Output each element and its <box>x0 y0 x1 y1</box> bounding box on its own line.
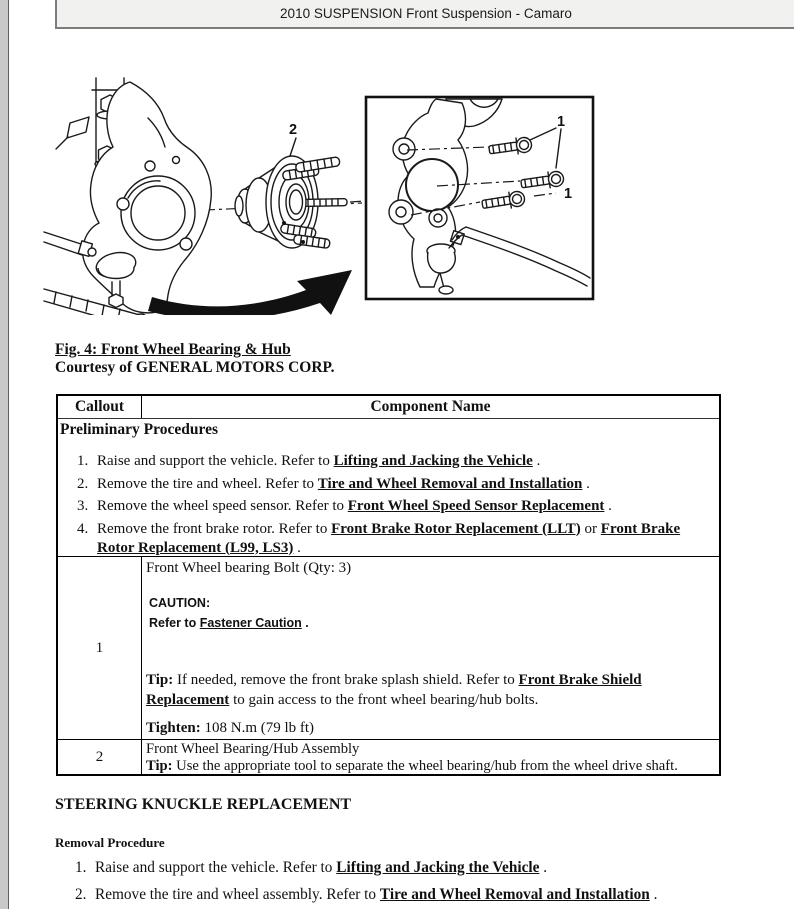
step-number: 4. <box>77 520 89 537</box>
ref-link[interactable]: Tire and Wheel Removal and Installation <box>317 475 583 492</box>
text-segment: . <box>582 475 590 492</box>
text-segment: If needed, remove the front brake splash… <box>173 672 519 688</box>
text-segment: Refer to <box>149 616 200 630</box>
table-header-component: Component Name <box>370 398 491 415</box>
figure-4-diagram: 2 <box>43 77 595 315</box>
text-segment: Fastener Caution <box>199 616 302 630</box>
knuckle-drawing <box>43 77 212 315</box>
figure-caption-title: Fig. 4: Front Wheel Bearing & Hub <box>55 341 291 358</box>
figure-caption: Fig. 4: Front Wheel Bearing & Hub Courte… <box>55 341 334 377</box>
text-segment: Use the appropriate tool to separate the… <box>172 757 678 774</box>
text-segment: Remove the wheel speed sensor. Refer to <box>97 498 348 514</box>
ref-link[interactable]: Lifting and Jacking the Vehicle <box>336 859 540 876</box>
figure-caption-credit: Courtesy of GENERAL MOTORS CORP. <box>55 359 335 376</box>
list-item: 2. Remove the tire and wheel. Refer to T… <box>58 475 719 494</box>
text-segment: Tip: <box>146 757 173 774</box>
callout-cell: 1 <box>58 557 142 739</box>
step-text: Raise and support the vehicle. Refer to … <box>97 452 719 471</box>
preliminary-procedures-row: Preliminary Procedures 1. Raise and supp… <box>58 419 719 557</box>
page-edge-strip <box>0 0 9 909</box>
step-text: Remove the tire and wheel assembly. Refe… <box>95 885 766 905</box>
table-header-row: Callout Component Name <box>58 396 719 419</box>
step-number: 3. <box>77 498 89 514</box>
list-item: 1. Raise and support the vehicle. Refer … <box>58 452 719 471</box>
preliminary-steps-list: 1. Raise and support the vehicle. Refer … <box>58 452 719 561</box>
text-segment: Tighten: <box>146 720 201 736</box>
tip-text: Tip: Use the appropriate tool to separat… <box>146 758 719 775</box>
list-item: 4. Remove the front brake rotor. Refer t… <box>58 520 719 558</box>
text-segment: Remove the tire and wheel assembly. Refe… <box>95 886 380 903</box>
table-row: 2 Front Wheel Bearing/Hub Assembly Tip: … <box>58 740 719 774</box>
component-name: Front Wheel bearing Bolt (Qty: 3) <box>146 560 352 576</box>
section-subheading: Removal Procedure <box>55 835 165 850</box>
caution-label: CAUTION: <box>149 596 211 610</box>
document-title: 2010 SUSPENSION Front Suspension - Camar… <box>280 6 572 21</box>
text-segment: to gain access to the front wheel bearin… <box>229 691 539 708</box>
text-segment: Raise and support the vehicle. Refer to <box>95 859 337 876</box>
list-item: 3. Remove the wheel speed sensor. Refer … <box>58 497 719 516</box>
step-number: 2. <box>75 886 87 903</box>
text-segment: . <box>604 498 612 514</box>
step-number: 2. <box>77 475 89 492</box>
figure-callout-1-side: 1 <box>564 186 572 202</box>
text-segment: . <box>649 886 658 903</box>
callout-cell: 2 <box>58 740 142 774</box>
step-text: Remove the tire and wheel. Refer to Tire… <box>97 475 719 494</box>
step-text: Remove the front brake rotor. Refer to F… <box>97 520 719 558</box>
caution-text: Refer to Fastener Caution . <box>149 613 309 633</box>
step-text: Remove the wheel speed sensor. Refer to … <box>97 497 719 516</box>
text-segment: . <box>539 859 548 876</box>
text-segment: . <box>293 539 301 556</box>
hub-assembly-drawing: 2 <box>234 122 365 249</box>
text-segment: Remove the tire and wheel. Refer to <box>97 475 318 492</box>
text-segment: Raise and support the vehicle. Refer to <box>97 453 334 469</box>
section-heading: STEERING KNUCKLE REPLACEMENT <box>55 796 352 813</box>
step-text: Raise and support the vehicle. Refer to … <box>95 858 766 878</box>
text-segment: . <box>532 453 541 469</box>
ref-link[interactable]: Front Brake Rotor Replacement (L99, LS3) <box>97 520 681 556</box>
tighten-spec: Tighten: 108 N.m (79 lb ft) <box>146 720 314 737</box>
inset-bolts-drawing: 1 1 <box>364 95 595 301</box>
text-segment: Remove the front brake rotor. Refer to <box>97 520 332 537</box>
figure-callout-2: 2 <box>289 122 297 138</box>
table-row: 1 Front Wheel bearing Bolt (Qty: 3) CAUT… <box>58 557 719 740</box>
tip-text: Tip: If needed, remove the front brake s… <box>146 671 711 710</box>
table-header-callout: Callout <box>58 396 142 418</box>
removal-steps-list: 1. Raise and support the vehicle. Refer … <box>56 858 766 912</box>
component-cell: Front Wheel Bearing/Hub Assembly Tip: Us… <box>142 740 719 774</box>
figure-4: 2 <box>40 70 600 315</box>
list-item: 2. Remove the tire and wheel assembly. R… <box>56 885 766 905</box>
component-name: Front Wheel Bearing/Hub Assembly <box>146 741 360 757</box>
text-segment: . <box>301 616 309 630</box>
text-segment: 108 N.m (79 lb ft) <box>200 720 315 736</box>
text-segment: or <box>580 520 601 537</box>
ref-link[interactable]: Front Brake Shield Replacement <box>146 672 642 708</box>
ref-link[interactable]: Tire and Wheel Removal and Installation <box>379 886 650 903</box>
component-cell: Front Wheel bearing Bolt (Qty: 3) CAUTIO… <box>142 557 719 739</box>
arrow-swoosh <box>148 270 352 315</box>
step-number: 1. <box>75 859 87 876</box>
figure-callout-1-top: 1 <box>557 114 565 130</box>
text-segment: Tip: <box>146 672 174 688</box>
document-header: 2010 SUSPENSION Front Suspension - Camar… <box>55 0 794 29</box>
component-table: Callout Component Name Preliminary Proce… <box>56 394 721 776</box>
ref-link[interactable]: Front Wheel Speed Sensor Replacement <box>347 498 605 514</box>
preliminary-procedures-title: Preliminary Procedures <box>60 421 218 438</box>
list-item: 1. Raise and support the vehicle. Refer … <box>56 858 766 878</box>
caution-block: CAUTION: Refer to Fastener Caution . <box>149 593 309 633</box>
step-number: 1. <box>77 453 89 469</box>
ref-link[interactable]: Lifting and Jacking the Vehicle <box>333 453 533 469</box>
ref-link[interactable]: Front Brake Rotor Replacement (LLT) <box>331 520 581 537</box>
